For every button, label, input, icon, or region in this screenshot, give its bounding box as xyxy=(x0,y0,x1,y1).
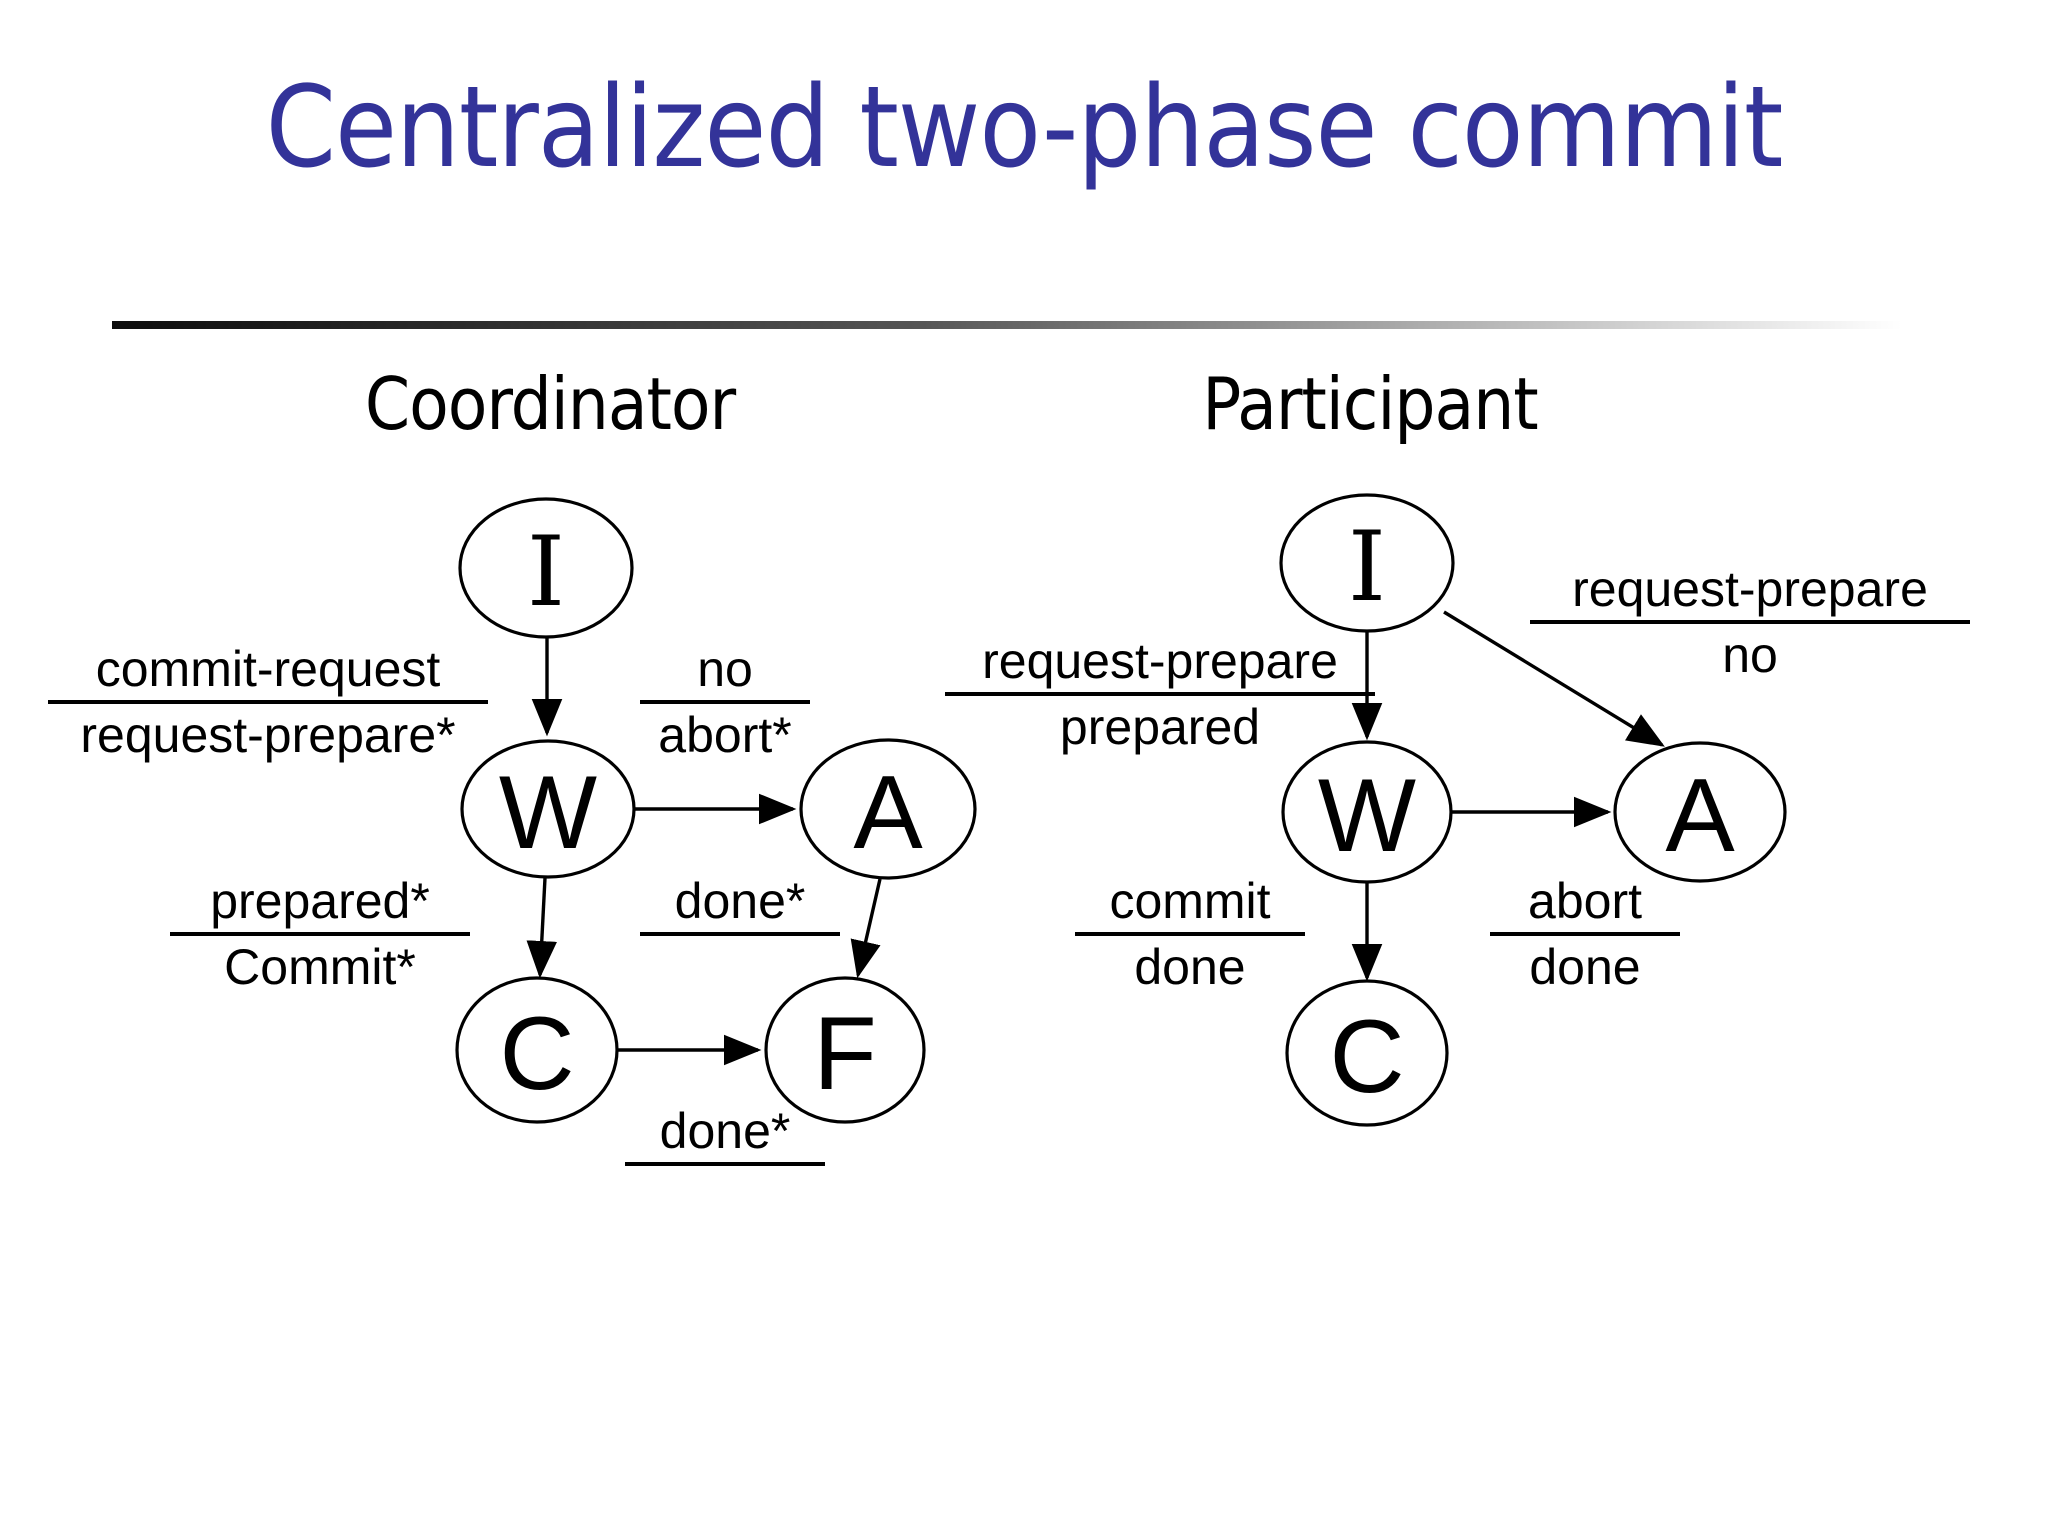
edge-label-coordinator-i-to-w: commit-request request-prepare* xyxy=(48,640,488,765)
edge-label-denominator: no xyxy=(1722,627,1778,683)
edge-label-denominator: done xyxy=(1134,939,1246,995)
node-coordinator-C-label: C xyxy=(499,996,574,1112)
node-coordinator-W[interactable]: W xyxy=(460,739,636,879)
column-heading-participant: Participant xyxy=(1202,362,1538,446)
column-heading-coordinator: Coordinator xyxy=(364,362,736,446)
edge-label-participant-i-to-w: request-prepare prepared xyxy=(945,632,1375,757)
node-coordinator-W-label: W xyxy=(499,755,597,871)
edge-label-numerator: done* xyxy=(625,1102,825,1166)
node-participant-I-label: I xyxy=(1348,511,1386,623)
edge-label-numerator: commit-request xyxy=(48,640,488,704)
edge-label-coordinator-a-to-f: done* xyxy=(640,872,840,936)
node-coordinator-F-label: F xyxy=(813,996,877,1112)
node-coordinator-A[interactable]: A xyxy=(799,738,977,880)
edge-label-denominator: request-prepare* xyxy=(80,707,456,763)
title-divider-gradient xyxy=(112,321,1902,329)
edge-label-denominator: done xyxy=(1529,939,1641,995)
node-coordinator-I-label: I xyxy=(527,516,565,628)
edge-label-coordinator-c-to-f: done* xyxy=(625,1102,825,1166)
edge-label-numerator: request-prepare xyxy=(945,632,1375,696)
edge-participant-i-to-a xyxy=(1443,610,1665,747)
node-coordinator-A-label: A xyxy=(853,755,923,871)
node-coordinator-F[interactable]: F xyxy=(764,976,926,1124)
edge-label-participant-w-to-a: abort done xyxy=(1490,872,1680,997)
edge-label-numerator: commit xyxy=(1075,872,1305,936)
node-participant-A[interactable]: A xyxy=(1613,741,1787,883)
node-coordinator-C[interactable]: C xyxy=(455,976,619,1124)
node-participant-W-label: W xyxy=(1318,758,1416,874)
title-divider xyxy=(112,314,1902,329)
edge-label-coordinator-w-to-a: no abort* xyxy=(640,640,810,765)
node-coordinator-I[interactable]: I xyxy=(458,497,634,639)
edge-label-denominator: abort* xyxy=(658,707,792,763)
edge-label-numerator: prepared* xyxy=(170,872,470,936)
edge-label-coordinator-w-to-c: prepared* Commit* xyxy=(170,872,470,997)
edge-label-denominator: prepared xyxy=(1059,699,1261,755)
page-title: Centralized two-phase commit xyxy=(265,63,1784,193)
node-participant-A-label: A xyxy=(1665,758,1735,874)
node-participant-C-label: C xyxy=(1329,999,1404,1115)
edge-label-numerator: no xyxy=(640,640,810,704)
edge-label-participant-w-to-c: commit done xyxy=(1075,872,1305,997)
edge-coordinator-w-to-c xyxy=(526,877,558,979)
node-participant-C[interactable]: C xyxy=(1285,979,1449,1127)
edge-label-numerator: done* xyxy=(640,872,840,936)
node-participant-W[interactable]: W xyxy=(1281,740,1453,884)
edge-label-denominator: Commit* xyxy=(224,939,416,995)
edge-label-numerator: request-prepare xyxy=(1530,560,1970,624)
node-participant-I[interactable]: I xyxy=(1279,493,1455,633)
edge-coordinator-a-to-f xyxy=(850,878,882,979)
edge-label-numerator: abort xyxy=(1490,872,1680,936)
edge-label-participant-i-to-a: request-prepare no xyxy=(1530,560,1970,685)
